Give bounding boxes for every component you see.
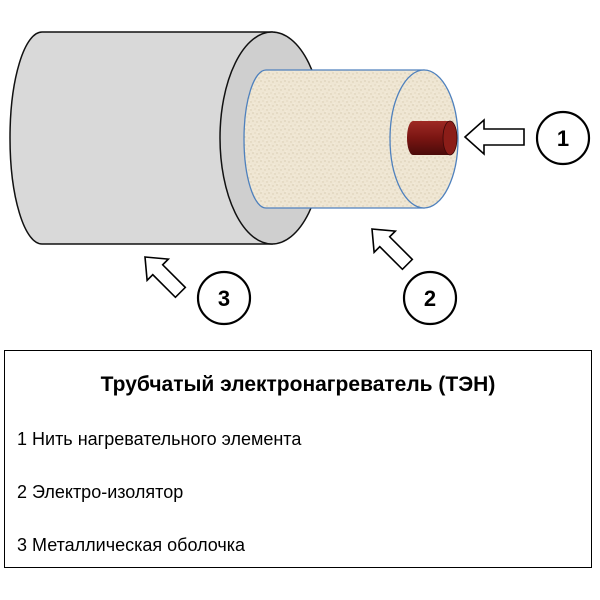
legend-title: Трубчатый электронагреватель (ТЭН)	[100, 373, 496, 396]
legend-item-insulator: 2 Электро-изолятор	[17, 482, 184, 502]
sheath-body	[9, 31, 273, 245]
callout-3: 3	[196, 270, 252, 326]
legend-box: Трубчатый электронагреватель (ТЭН) 1 Нит…	[4, 350, 592, 568]
arrow-2-icon	[371, 228, 414, 271]
callout-2-label: 2	[424, 286, 436, 311]
callout-2: 2	[402, 270, 458, 326]
insulator-body	[243, 69, 425, 209]
arrow-3-icon	[144, 256, 187, 299]
callout-1: 1	[535, 110, 591, 166]
callout-1-label: 1	[557, 126, 569, 151]
callout-3-label: 3	[218, 286, 230, 311]
legend-item-sheath: 3 Металлическая оболочка	[17, 535, 246, 555]
filament-end-face	[442, 120, 458, 156]
arrow-1-icon	[463, 118, 525, 156]
heating-element-diagram: 1 2 3	[9, 31, 591, 326]
filament	[407, 120, 458, 156]
filament-body	[407, 121, 450, 155]
legend-item-filament: 1 Нить нагревательного элемента	[17, 429, 302, 449]
